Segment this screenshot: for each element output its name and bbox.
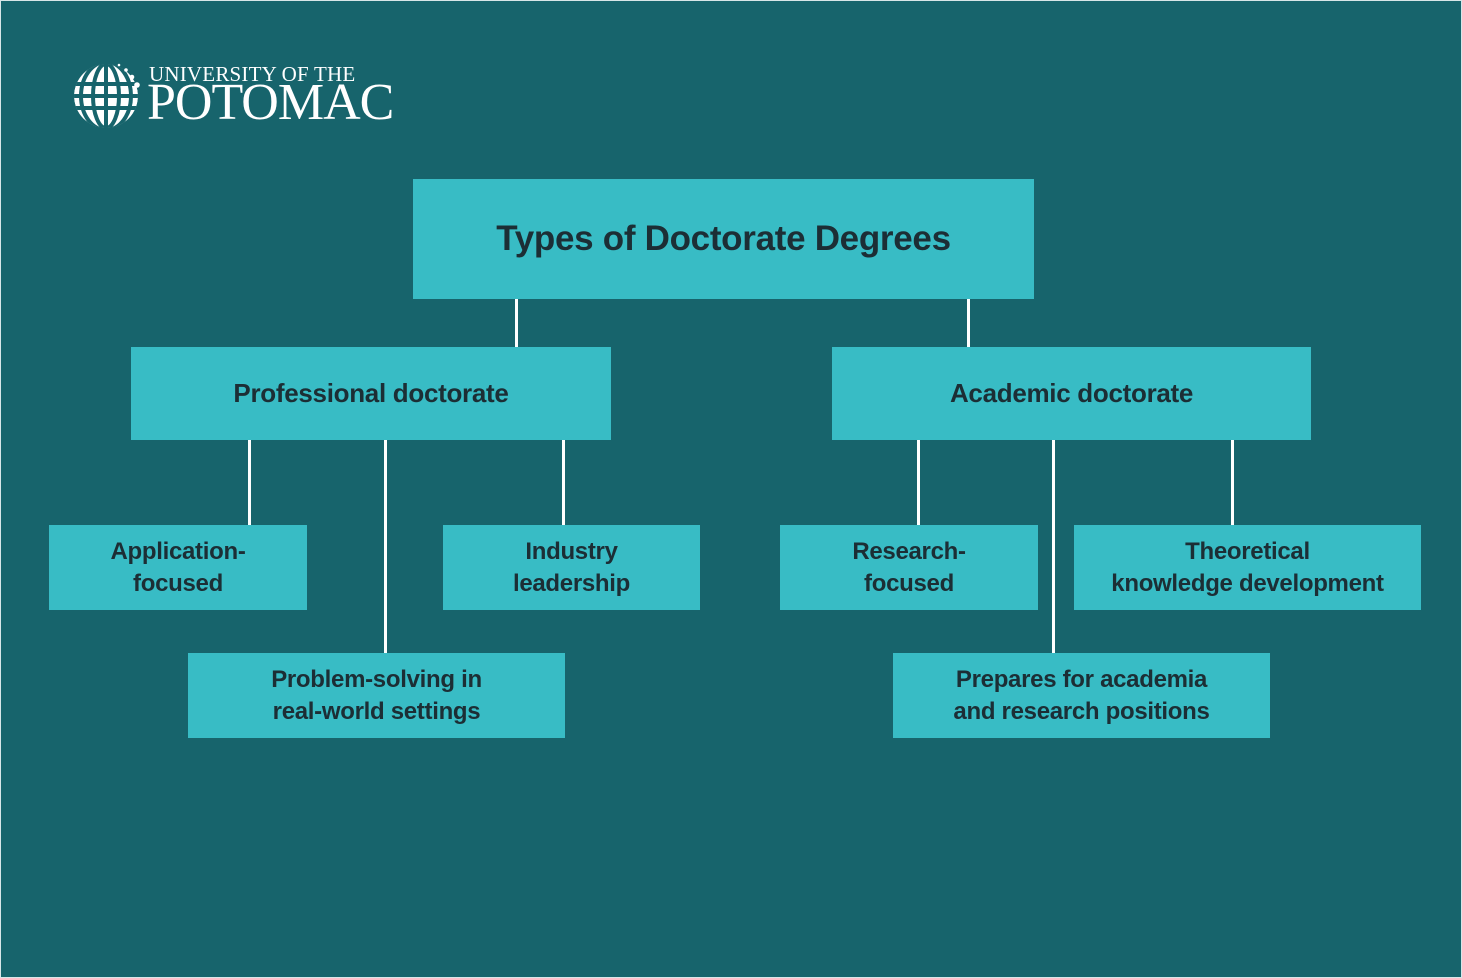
theoretical-knowledge-node: Theoretical knowledge development: [1074, 525, 1421, 610]
problem-solving-node: Problem-solving in real-world settings: [188, 653, 565, 738]
node-label: Research- focused: [852, 537, 966, 597]
connector-line: [1231, 439, 1234, 526]
connector-line: [515, 298, 518, 348]
connector-line: [967, 298, 970, 348]
node-label: Application- focused: [110, 537, 246, 597]
node-label: Academic doctorate: [949, 378, 1194, 408]
research-focused-node: Research- focused: [780, 525, 1038, 610]
connector-line: [1052, 439, 1055, 654]
prepares-for-academia-node: Prepares for academia and research posit…: [893, 653, 1270, 738]
logo-text-top: UNIVERSITY OF THE: [149, 62, 356, 86]
university-logo: UNIVERSITY OF THE POTOMAC: [74, 61, 404, 131]
node-label: Prepares for academia and research posit…: [953, 665, 1210, 725]
industry-leadership-node: Industry leadership: [443, 525, 700, 610]
node-label: Theoretical knowledge development: [1111, 537, 1384, 597]
connector-line: [248, 439, 251, 526]
connector-line: [917, 439, 920, 526]
connector-line: [384, 439, 387, 654]
connector-line: [562, 439, 565, 526]
node-label: Problem-solving in real-world settings: [271, 665, 482, 725]
root-node-label: Types of Doctorate Degrees: [496, 219, 951, 258]
root-node: Types of Doctorate Degrees: [413, 179, 1034, 299]
globe-icon: [74, 63, 140, 128]
application-focused-node: Application- focused: [49, 525, 307, 610]
node-label: Industry leadership: [512, 537, 631, 597]
academic-doctorate-node: Academic doctorate: [832, 347, 1311, 440]
node-label: Professional doctorate: [233, 378, 509, 408]
logo-text-main: POTOMAC: [147, 74, 394, 131]
professional-doctorate-node: Professional doctorate: [131, 347, 611, 440]
